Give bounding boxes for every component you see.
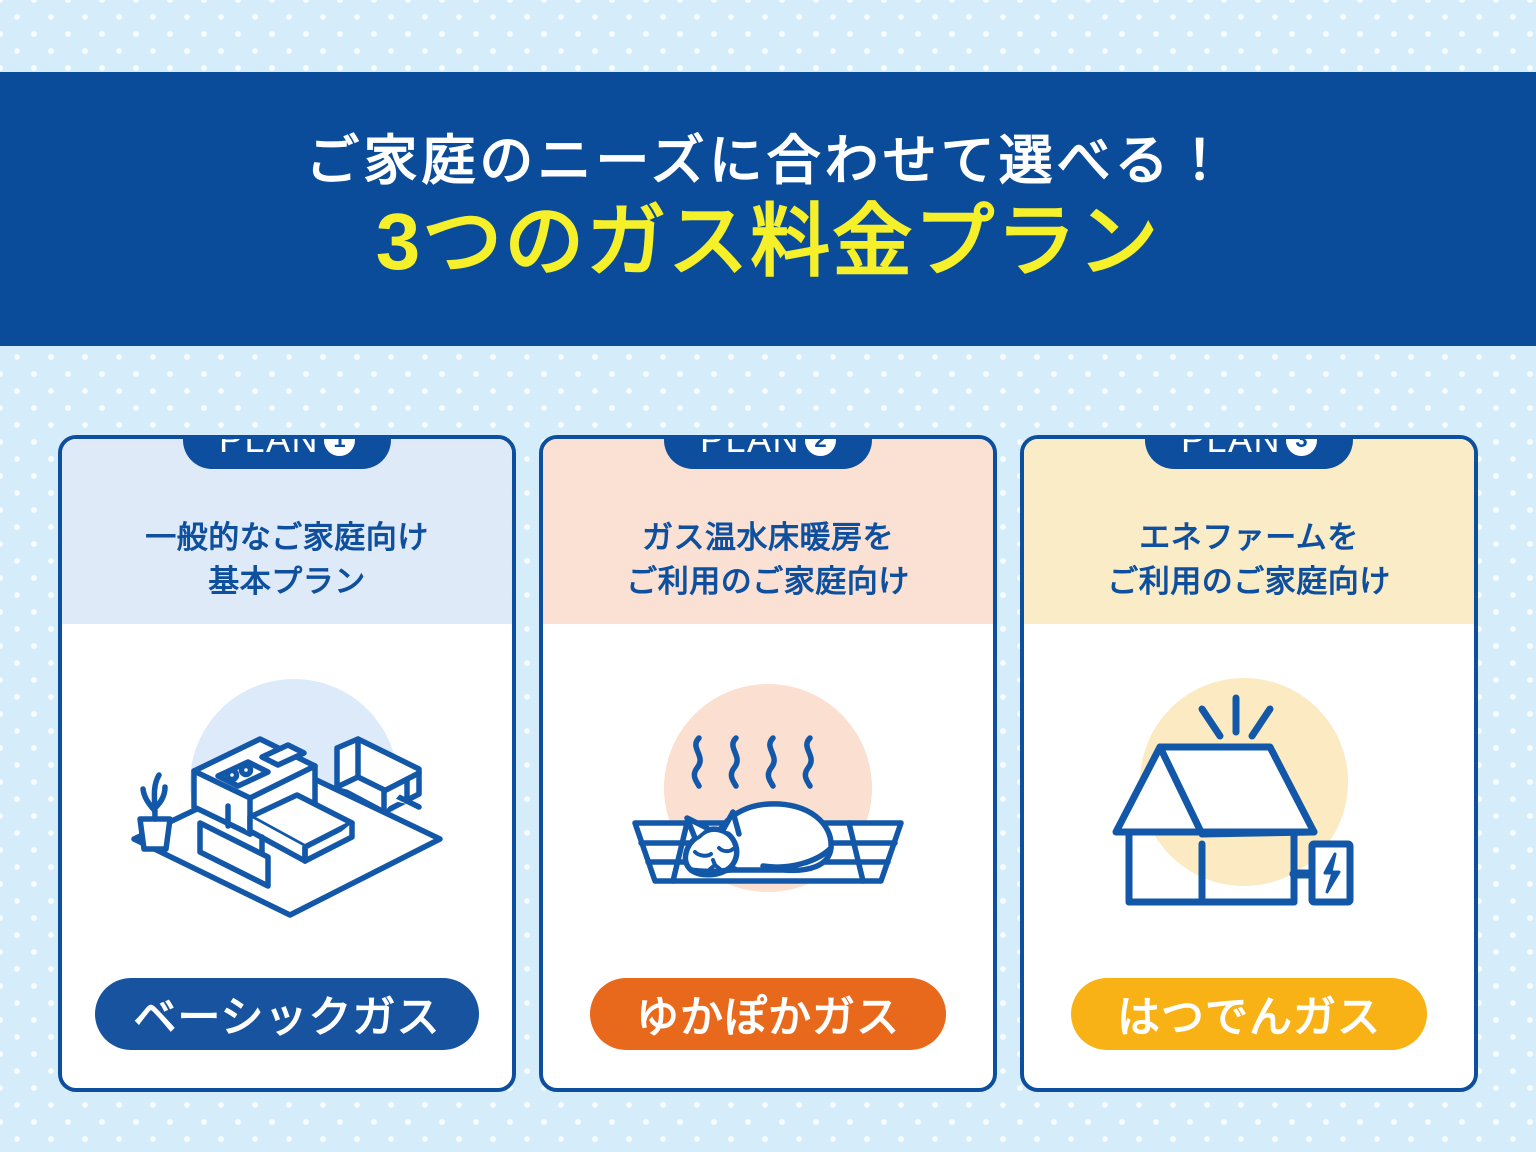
header-banner: ご家庭のニーズに合わせて選べる！ 3つのガス料金プラン [0, 72, 1536, 346]
plan-pill-label: ベーシックガス [133, 994, 441, 1042]
plan-desc-line1: 一般的なご家庭向け [145, 519, 429, 555]
plan-badge-2: PLAN 2 [663, 435, 873, 469]
plan-card-header-2: ガス温水床暖房を ご利用のご家庭向け [543, 439, 993, 624]
plan-badge-number: 2 [805, 439, 837, 456]
plan-card-floor-heating[interactable]: PLAN 2 ガス温水床暖房を ご利用のご家庭向け [539, 435, 997, 1092]
header-subtitle: ご家庭のニーズに合わせて選べる！ [305, 130, 1231, 191]
living-room-isometric-icon [62, 624, 512, 978]
plan-badge-number: 1 [324, 439, 356, 456]
plan-card-header-3: エネファームを ご利用のご家庭向け [1024, 439, 1474, 624]
plan-pill-floor-heating[interactable]: ゆかぽかガス [590, 978, 946, 1050]
plan-badge-3: PLAN 3 [1144, 435, 1354, 469]
house-with-fuel-cell-icon [1024, 624, 1474, 978]
plan-card-header-1: 一般的なご家庭向け 基本プラン [62, 439, 512, 624]
plan-badge-label: PLAN [218, 435, 320, 460]
plan-desc-line2: ご利用のご家庭向け [626, 563, 910, 599]
plan-card-fuel-cell[interactable]: PLAN 3 エネファームを ご利用のご家庭向け [1020, 435, 1478, 1092]
plan-badge-label: PLAN [699, 435, 801, 460]
plan-desc-line1: ガス温水床暖房を [642, 519, 894, 555]
sleeping-cat-on-heated-floor-icon [543, 624, 993, 978]
plan-card-description-3: エネファームを ご利用のご家庭向け [1107, 516, 1391, 604]
plan-card-description-2: ガス温水床暖房を ご利用のご家庭向け [626, 516, 910, 604]
plan-card-list: PLAN 1 一般的なご家庭向け 基本プラン [58, 435, 1478, 1092]
plan-pill-label: はつでんガス [1117, 994, 1381, 1042]
plan-pill-basic[interactable]: ベーシックガス [95, 978, 479, 1050]
plan-desc-line1: エネファームを [1139, 519, 1359, 555]
plan-badge-label: PLAN [1180, 435, 1282, 460]
plan-desc-line2: ご利用のご家庭向け [1107, 563, 1391, 599]
plan-desc-line2: 基本プラン [208, 563, 366, 599]
plan-badge-1: PLAN 1 [182, 435, 392, 469]
plan-badge-number: 3 [1286, 439, 1318, 456]
plan-card-description-1: 一般的なご家庭向け 基本プラン [145, 516, 429, 604]
header-title: 3つのガス料金プラン [375, 196, 1161, 286]
plan-pill-fuel-cell[interactable]: はつでんガス [1071, 978, 1427, 1050]
plan-card-basic[interactable]: PLAN 1 一般的なご家庭向け 基本プラン [58, 435, 516, 1092]
plan-pill-label: ゆかぽかガス [636, 994, 900, 1042]
